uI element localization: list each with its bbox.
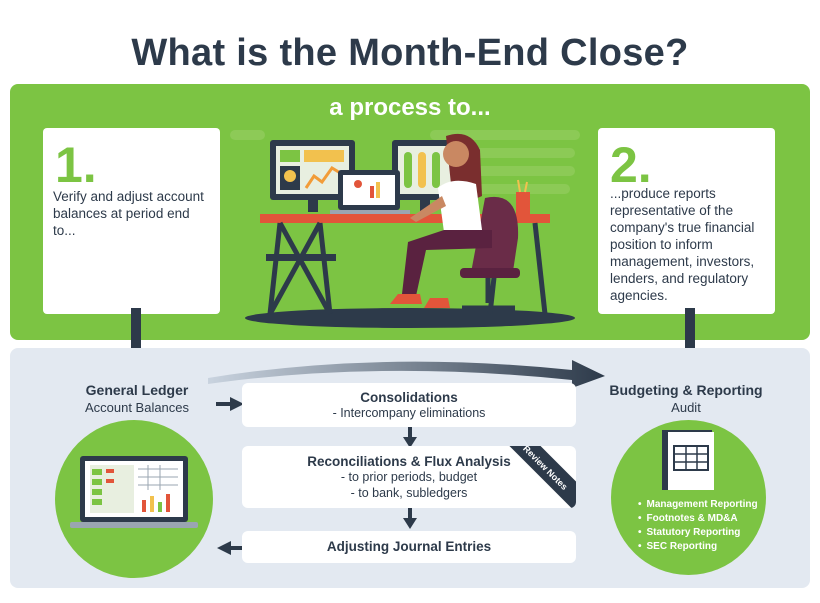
reporting-bullets: Management Reporting Footnotes & MD&A St… bbox=[638, 498, 768, 554]
curved-arrow bbox=[208, 360, 605, 388]
step-2-text: ...produce reports representative of the… bbox=[610, 186, 755, 303]
step-1-text: Verify and adjust account balances at pe… bbox=[53, 189, 204, 238]
arrow-right-small bbox=[216, 397, 244, 411]
adjusting-entries-box: Adjusting Journal Entries bbox=[242, 531, 576, 563]
bullet-management-reporting: Management Reporting bbox=[638, 498, 768, 512]
budgeting-title: Budgeting & Reporting bbox=[609, 382, 763, 398]
reconciliations-box: Reconciliations & Flux Analysis - to pri… bbox=[242, 446, 576, 508]
report-book-icon bbox=[662, 430, 714, 490]
bullet-statutory-reporting: Statutory Reporting bbox=[638, 526, 768, 540]
office-illustration bbox=[230, 130, 580, 328]
process-subtitle: a process to... bbox=[329, 94, 491, 121]
arrow-left-small bbox=[217, 541, 245, 555]
adjusting-entries-title: Adjusting Journal Entries bbox=[326, 539, 492, 554]
reconciliations-line-1: - to prior periods, budget bbox=[340, 470, 478, 484]
consolidations-line: - Intercompany eliminations bbox=[332, 406, 486, 420]
arrow-down-2 bbox=[403, 508, 417, 529]
step-1-card: 1. Verify and adjust account balances at… bbox=[43, 128, 220, 314]
step-1-number: 1. bbox=[55, 137, 97, 193]
laptop-spreadsheet-icon bbox=[70, 456, 198, 528]
consolidations-box: Consolidations - Intercompany eliminatio… bbox=[242, 383, 576, 427]
budgeting-subtitle: Audit bbox=[671, 400, 701, 415]
step-2-number: 2. bbox=[610, 137, 652, 193]
general-ledger-title: General Ledger bbox=[85, 382, 189, 398]
reconciliations-line-2: - to bank, subledgers bbox=[350, 486, 468, 500]
consolidations-title: Consolidations bbox=[360, 390, 458, 405]
reconciliations-title: Reconciliations & Flux Analysis bbox=[307, 454, 511, 469]
bullet-sec-reporting: SEC Reporting bbox=[638, 540, 768, 554]
bullet-footnotes: Footnotes & MD&A bbox=[638, 512, 768, 526]
general-ledger-subtitle: Account Balances bbox=[84, 400, 190, 415]
page-title: What is the Month-End Close? bbox=[131, 32, 689, 74]
arrow-down-1 bbox=[403, 427, 417, 448]
step-2-card: 2. ...produce reports representative of … bbox=[598, 128, 775, 314]
